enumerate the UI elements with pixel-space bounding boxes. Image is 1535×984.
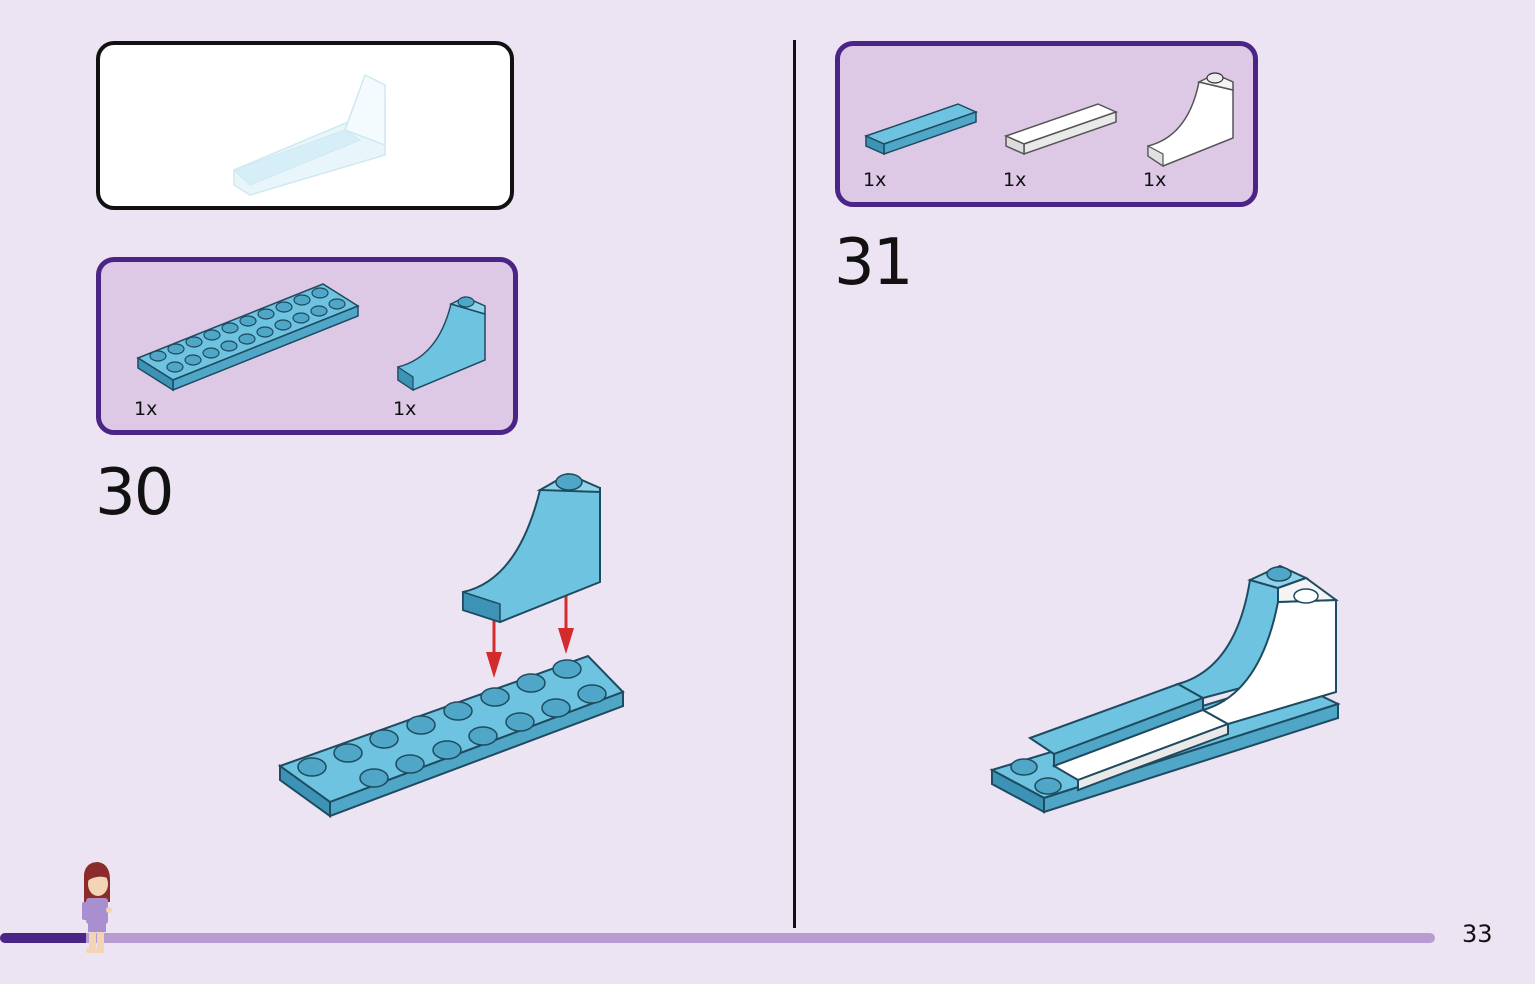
- step-30-assembly-illustration: [277, 472, 625, 818]
- part-curved-slope-illustration: [397, 296, 486, 392]
- page-number: 33: [1462, 920, 1493, 948]
- step-30-part-1-qty: 1x: [134, 398, 158, 420]
- progress-bar-fill: [0, 933, 87, 943]
- step-31-parts-box: 1x 1x 1x: [835, 41, 1258, 207]
- step-31-part-2-qty: 1x: [1003, 169, 1027, 191]
- part-1x4-tile-blue-illustration: [863, 103, 979, 156]
- step-31-part-1-qty: 1x: [863, 169, 887, 191]
- minifigure-icon: [82, 862, 112, 953]
- preview-ramp-illustration: [233, 73, 386, 196]
- part-2x10-plate-illustration: [136, 283, 360, 392]
- page-divider: [793, 40, 796, 928]
- progress-bar-track: [0, 933, 1435, 943]
- step-30-part-2-qty: 1x: [393, 398, 417, 420]
- part-curved-slope-white-illustration: [1147, 72, 1234, 168]
- step-30-parts-box: 1x 1x: [96, 257, 518, 435]
- step-31-part-3-qty: 1x: [1143, 169, 1167, 191]
- step-30-number: 30: [95, 456, 174, 530]
- step-31-assembly-illustration: [989, 564, 1341, 814]
- part-1x4-tile-white-illustration: [1003, 103, 1119, 156]
- build-preview-box: [96, 41, 514, 210]
- step-31-number: 31: [834, 226, 913, 300]
